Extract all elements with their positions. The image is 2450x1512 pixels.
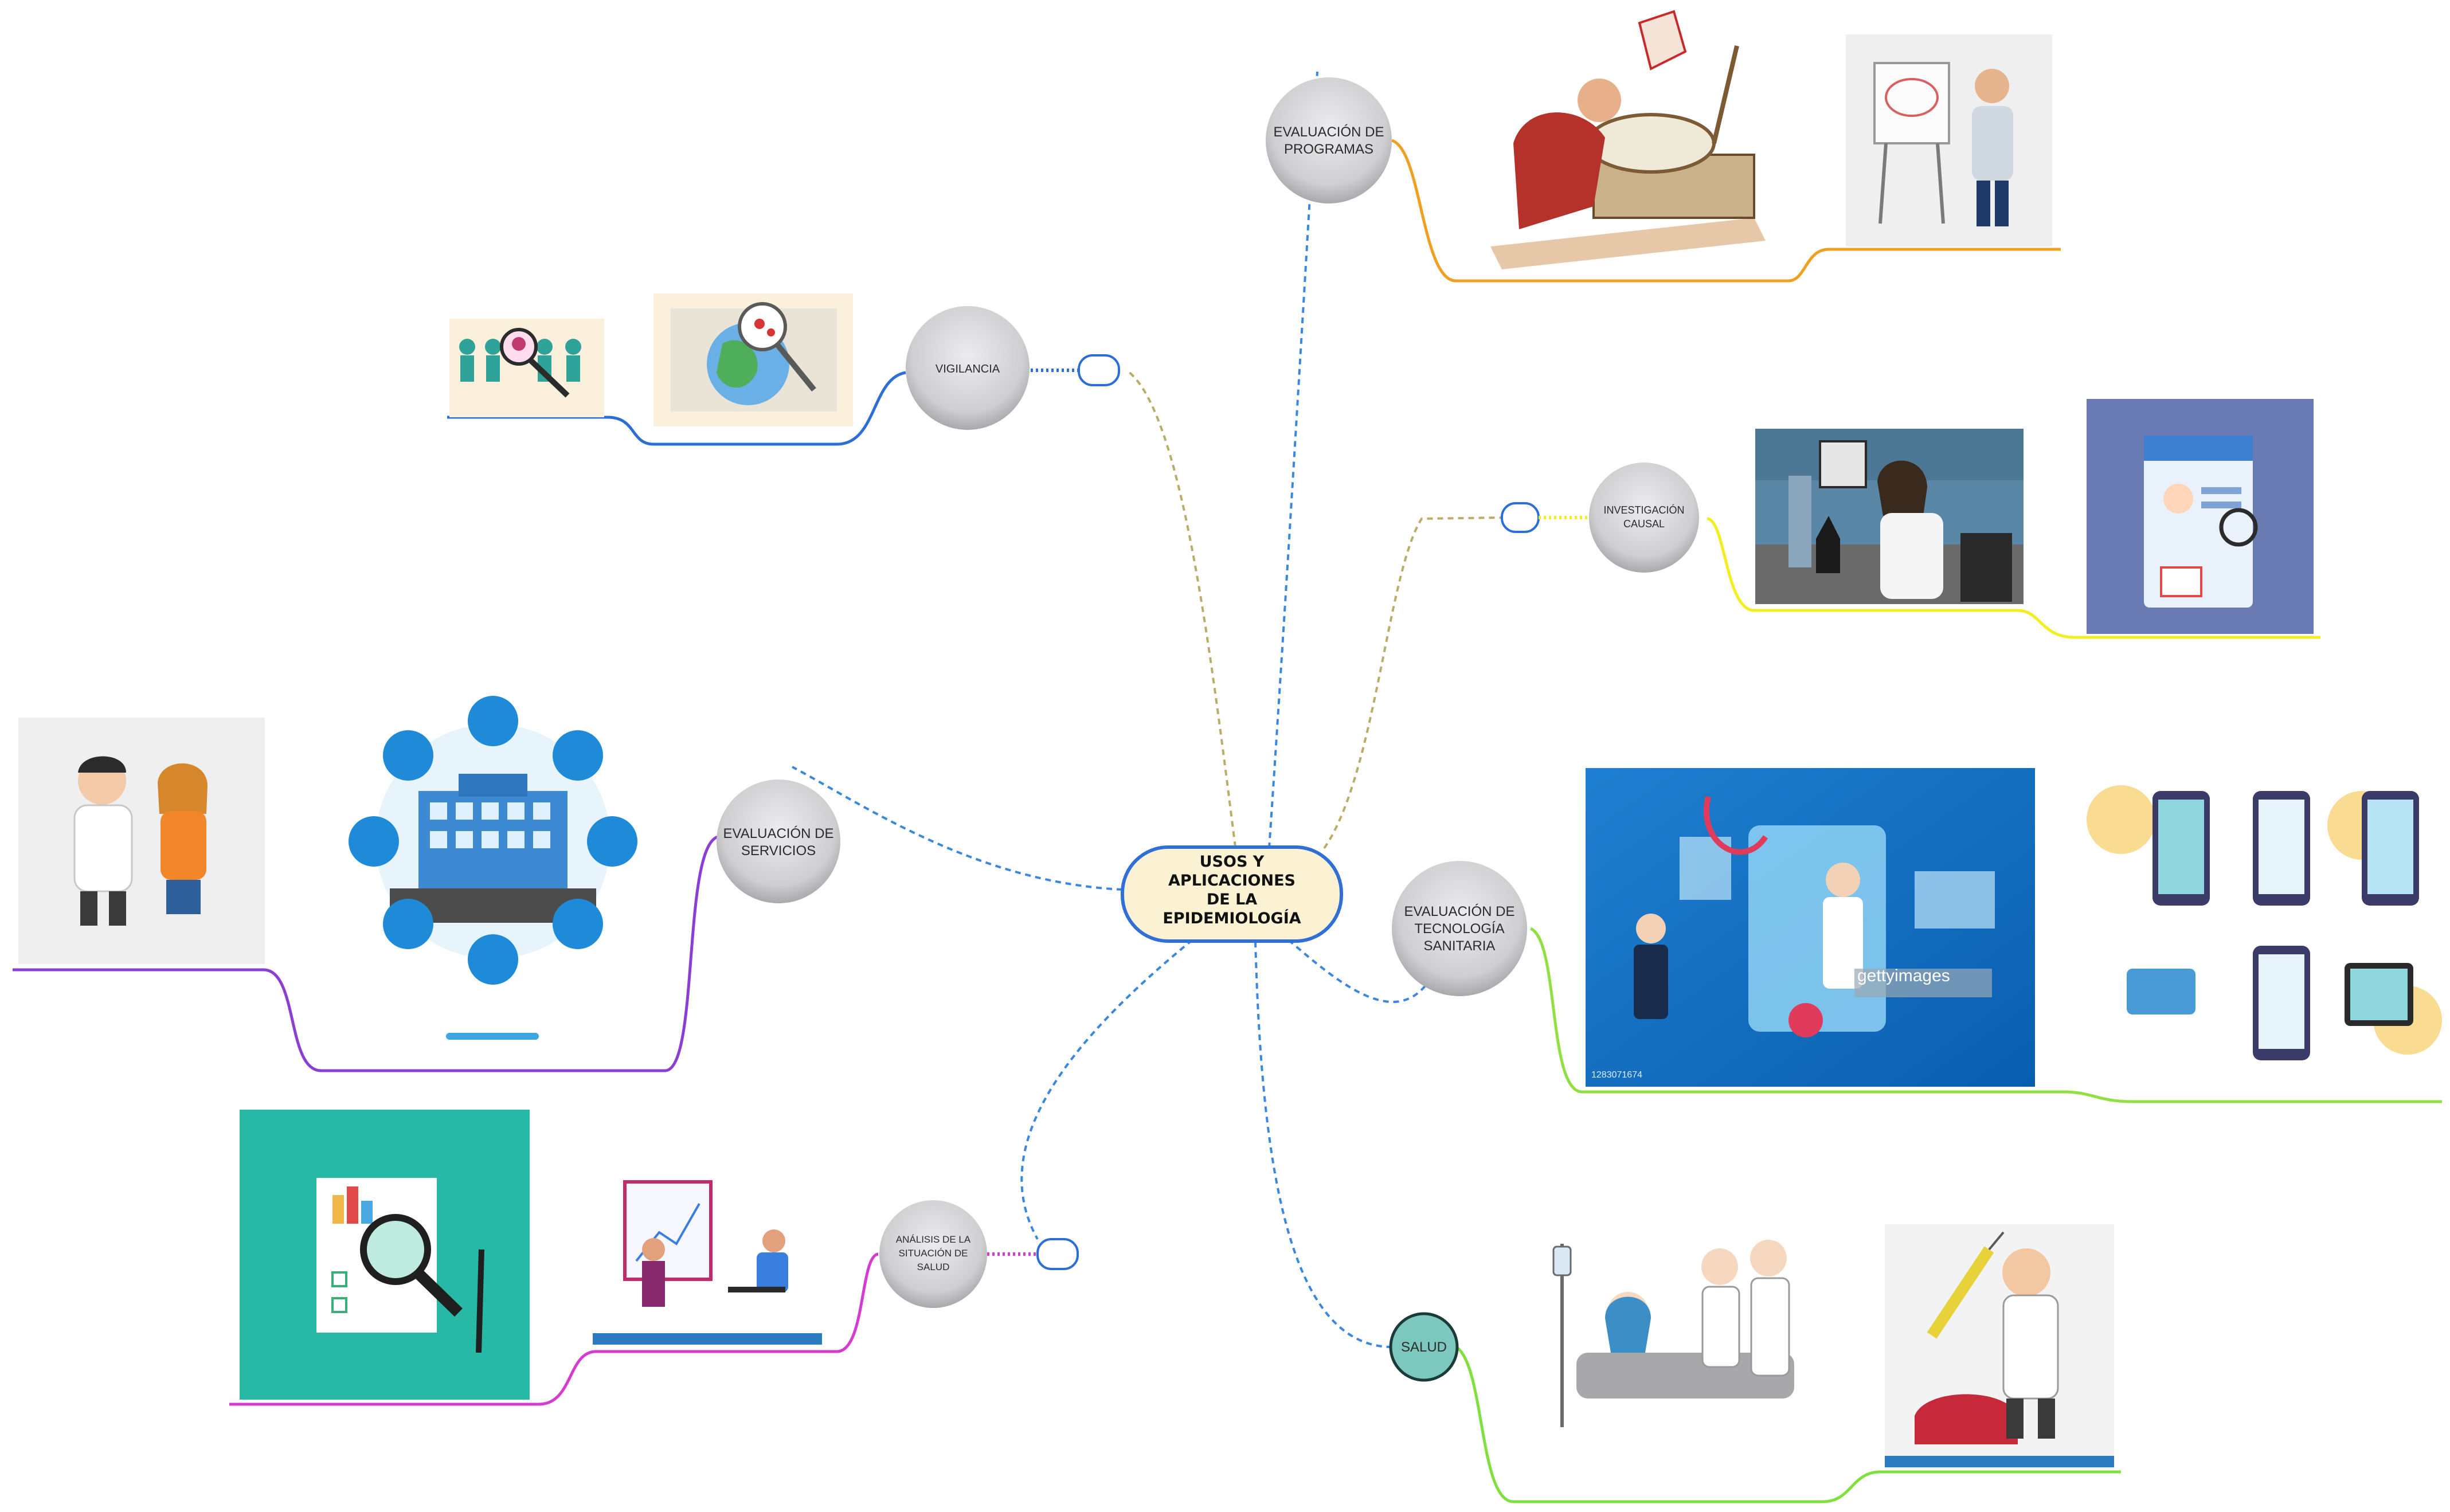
salud-hospital-bed-illustration xyxy=(1520,1205,1822,1468)
connector-analisis xyxy=(1020,939,1193,1240)
analisis-line-2: SITUACIÓN DE xyxy=(899,1248,968,1259)
programas-underline xyxy=(1391,139,2061,283)
causal-line-1: INVESTIGACIÓN xyxy=(1603,504,1684,516)
connector-servicios xyxy=(792,766,1123,891)
connector-salud xyxy=(1254,941,1392,1348)
svg-text:USOS Y: USOS Y xyxy=(1200,853,1265,871)
center-node[interactable]: USOS Y APLICACIONES DE LA EPIDEMIOLOGÍA xyxy=(1121,845,1343,943)
vigilancia-people-illustration xyxy=(449,319,604,417)
vigilancia-underline xyxy=(447,371,906,446)
svg-text:INVESTIGACIÓN: INVESTIGACIÓN xyxy=(1603,504,1684,516)
center-line-2: APLICACIONES xyxy=(1168,872,1296,890)
center-line-1: USOS Y xyxy=(1200,853,1265,871)
connector-causal xyxy=(1323,516,1502,849)
causal-junction-box[interactable] xyxy=(1501,502,1540,533)
tecnologia-line-3: SANITARIA xyxy=(1424,938,1496,954)
branch-underlines xyxy=(13,139,2442,1503)
programas-line-1: EVALUACIÓN DE xyxy=(1274,124,1384,140)
servicios-line-2: SERVICIOS xyxy=(741,843,816,859)
servicios-underline xyxy=(13,835,719,1072)
servicios-hospital-illustration xyxy=(349,696,637,1040)
analisis-presentation-illustration xyxy=(593,1169,822,1347)
node-evaluacion-tecnologia[interactable]: EVALUACIÓN DE TECNOLOGÍA SANITARIA xyxy=(1392,861,1527,996)
node-salud[interactable]: SALUD xyxy=(1389,1312,1459,1382)
causal-lab-illustration xyxy=(1755,429,2024,604)
programas-teacher-illustration xyxy=(1846,34,2052,246)
svg-text:EVALUACIÓN DE: EVALUACIÓN DE xyxy=(1274,124,1384,140)
center-line-4: EPIDEMIOLOGÍA xyxy=(1163,909,1301,927)
center-line-3: DE LA xyxy=(1207,891,1257,908)
node-evaluacion-programas[interactable]: EVALUACIÓN DE PROGRAMAS xyxy=(1266,77,1392,203)
tecnologia-digital-health-illustration: gettyimages 1283071674 xyxy=(1586,768,2035,1087)
svg-text:EVALUACIÓN DE: EVALUACIÓN DE xyxy=(723,826,834,841)
node-analisis-situacion[interactable]: ANÁLISIS DE LA SITUACIÓN DE SALUD xyxy=(879,1200,987,1308)
analisis-report-illustration xyxy=(240,1110,530,1400)
causal-patient-card-illustration xyxy=(2087,399,2314,634)
salud-underline xyxy=(1455,1345,2121,1503)
causal-line-2: CAUSAL xyxy=(1623,518,1665,530)
vigilancia-line-1: VIGILANCIA xyxy=(936,363,1000,375)
svg-text:VIGILANCIA: VIGILANCIA xyxy=(936,363,1000,375)
tecnologia-line-2: TECNOLOGÍA xyxy=(1414,921,1504,937)
node-vigilancia[interactable]: VIGILANCIA xyxy=(906,306,1030,430)
tecnologia-telehealth-illustration xyxy=(2087,785,2442,1095)
vigilancia-globe-illustration xyxy=(653,293,853,426)
analisis-line-1: ANÁLISIS DE LA xyxy=(896,1234,971,1245)
svg-text:SITUACIÓN DE: SITUACIÓN DE xyxy=(899,1248,968,1259)
svg-text:SERVICIOS: SERVICIOS xyxy=(741,843,816,859)
connector-tecnologia xyxy=(1287,939,1427,1003)
tecnologia-line-1: EVALUACIÓN DE xyxy=(1404,904,1515,919)
analisis-junction-box[interactable] xyxy=(1036,1238,1079,1270)
svg-text:SANITARIA: SANITARIA xyxy=(1424,938,1496,954)
svg-text:APLICACIONES: APLICACIONES xyxy=(1168,872,1296,890)
getty-id: 1283071674 xyxy=(1591,1070,1642,1080)
salud-doctor-syringe-illustration xyxy=(1885,1224,2114,1470)
servicios-line-1: EVALUACIÓN DE xyxy=(723,826,834,841)
servicios-doctor-patient-illustration xyxy=(18,718,265,964)
vigilancia-junction-box[interactable] xyxy=(1078,354,1120,386)
getty-watermark: gettyimages xyxy=(1857,966,1950,985)
svg-text:ANÁLISIS DE LA: ANÁLISIS DE LA xyxy=(896,1234,971,1245)
svg-text:EPIDEMIOLOGÍA: EPIDEMIOLOGÍA xyxy=(1163,909,1301,927)
svg-text:DE LA: DE LA xyxy=(1207,891,1257,908)
center-connectors xyxy=(792,71,1502,1348)
svg-text:EVALUACIÓN DE: EVALUACIÓN DE xyxy=(1404,904,1515,919)
svg-text:SALUD: SALUD xyxy=(1401,1339,1447,1355)
analisis-underline xyxy=(229,1252,879,1406)
salud-line-1: SALUD xyxy=(1401,1339,1447,1355)
svg-text:TECNOLOGÍA: TECNOLOGÍA xyxy=(1414,921,1504,937)
svg-text:SALUD: SALUD xyxy=(917,1262,950,1272)
connector-vigilancia xyxy=(1127,370,1236,848)
tecnologia-underline xyxy=(1529,927,2442,1103)
node-evaluacion-servicios[interactable]: EVALUACIÓN DE SERVICIOS xyxy=(717,779,840,903)
svg-text:CAUSAL: CAUSAL xyxy=(1623,518,1665,530)
svg-text:PROGRAMAS: PROGRAMAS xyxy=(1284,142,1373,157)
programas-line-2: PROGRAMAS xyxy=(1284,142,1373,157)
analisis-line-3: SALUD xyxy=(917,1262,950,1272)
programas-craftsman-illustration xyxy=(1453,10,1780,269)
causal-underline xyxy=(1707,517,2320,639)
node-investigacion-causal[interactable]: INVESTIGACIÓN CAUSAL xyxy=(1589,463,1699,573)
